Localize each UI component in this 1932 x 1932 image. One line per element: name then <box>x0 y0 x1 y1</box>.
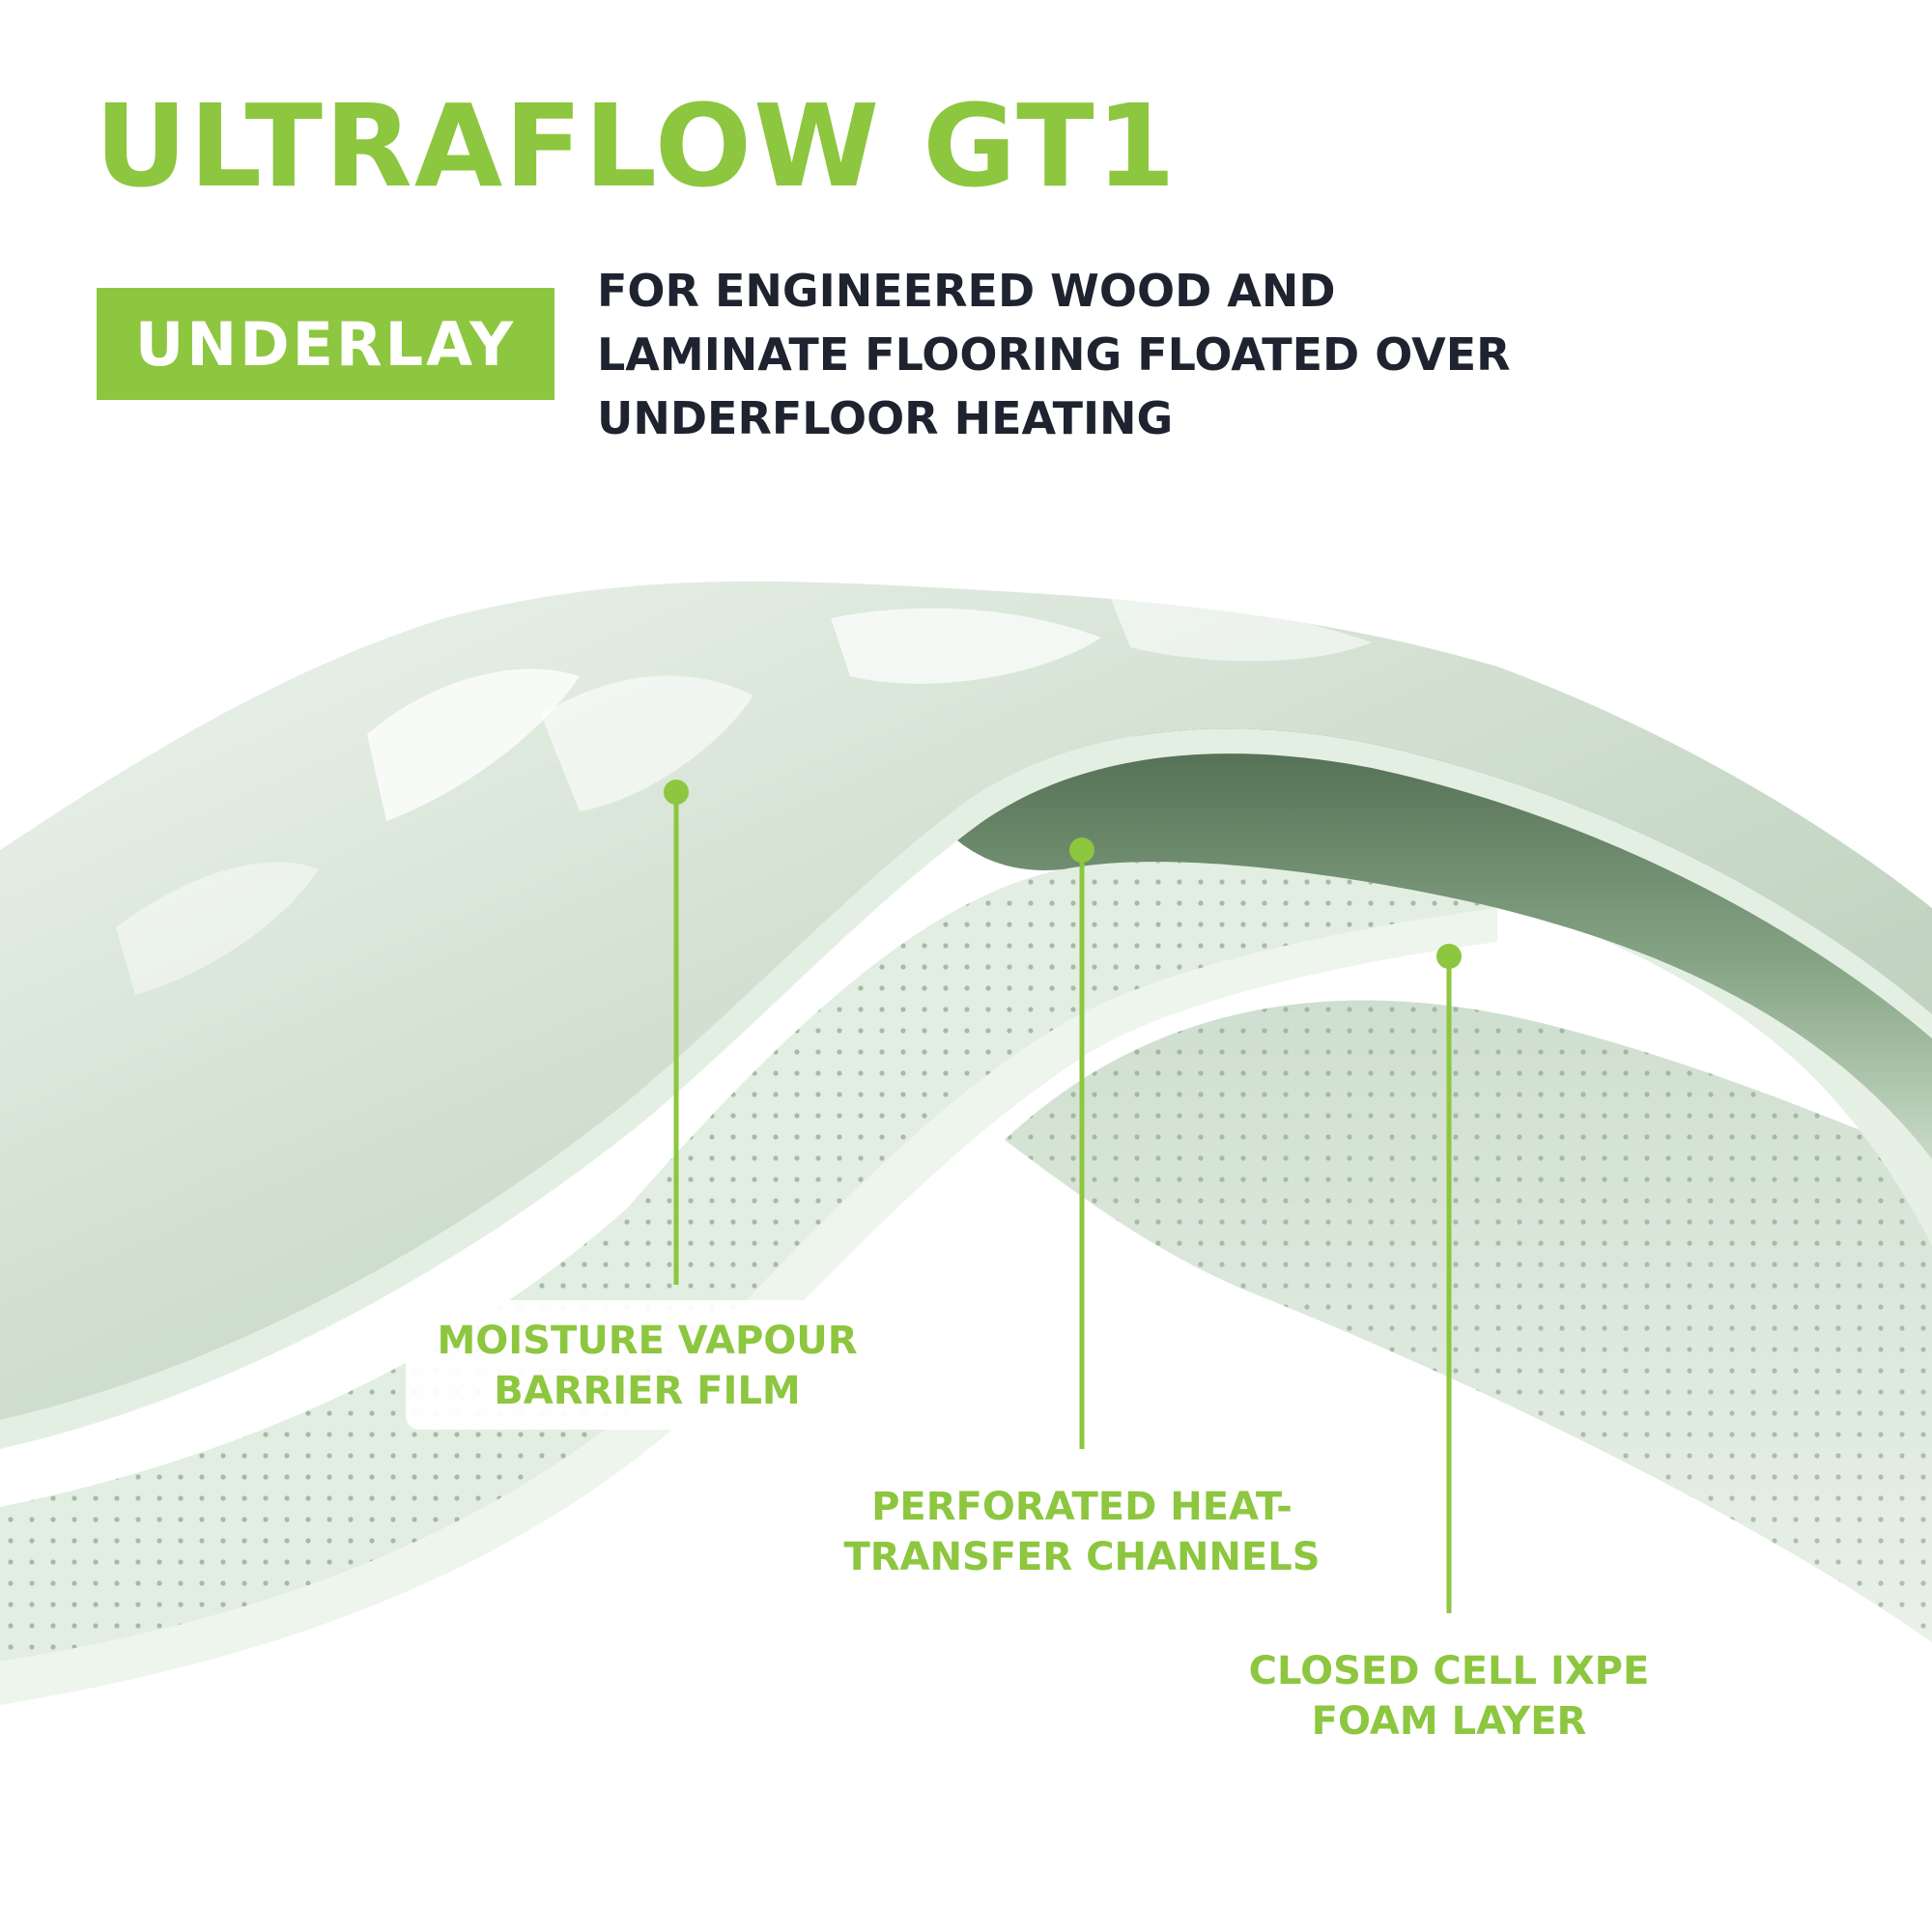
callout-line-text: CLOSED CELL IXPE <box>1248 1649 1650 1693</box>
layer-gap <box>947 723 1932 1159</box>
underlay-badge: UNDERLAY <box>97 288 554 400</box>
product-description: FOR ENGINEERED WOOD AND LAMINATE FLOORIN… <box>597 259 1756 450</box>
callout-line-text: PERFORATED HEAT- <box>871 1485 1293 1529</box>
callout-line-text: BARRIER FILM <box>494 1369 801 1413</box>
callout-label-vapour-barrier: MOISTURE VAPOUR BARRIER FILM <box>406 1316 889 1416</box>
callout-label-ixpe-foam: CLOSED CELL IXPE FOAM LAYER <box>1208 1646 1690 1747</box>
callout-line-text: MOISTURE VAPOUR <box>437 1319 858 1363</box>
product-title: ULTRAFLOW GT1 <box>95 79 1178 213</box>
callout-dot-film <box>664 780 689 805</box>
vapour-barrier-film <box>0 581 1932 1420</box>
description-line: LAMINATE FLOORING FLOATED OVER <box>597 328 1511 381</box>
callout-label-heat-channels: PERFORATED HEAT- TRANSFER CHANNELS <box>831 1482 1333 1582</box>
description-line: UNDERFLOOR HEATING <box>597 392 1174 444</box>
callout-background <box>406 1300 889 1430</box>
description-line: FOR ENGINEERED WOOD AND <box>597 265 1336 317</box>
callout-dot-foam <box>1436 944 1462 969</box>
callout-dot-channels <box>1069 838 1094 863</box>
callout-line-text: TRANSFER CHANNELS <box>843 1535 1321 1579</box>
callout-line-text: FOAM LAYER <box>1311 1699 1587 1744</box>
